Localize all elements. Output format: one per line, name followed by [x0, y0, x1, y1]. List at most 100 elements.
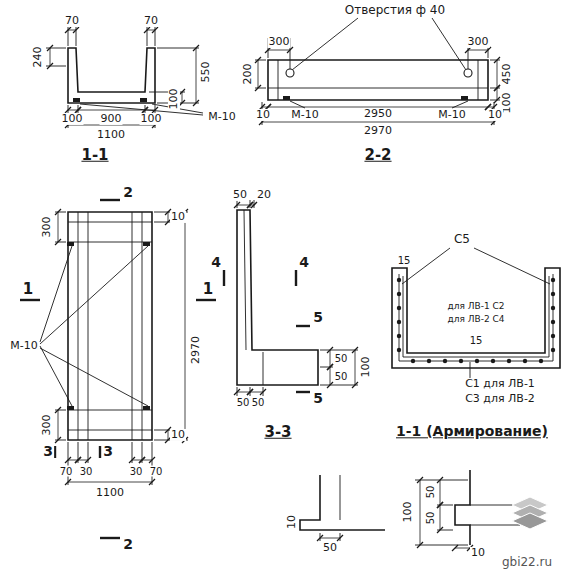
- section-mark: 5: [312, 310, 324, 325]
- dimension-line: [355, 350, 356, 385]
- dimension-value: 1100: [96, 129, 126, 141]
- dimension-tick: [494, 97, 500, 103]
- drawing-line: [263, 352, 264, 385]
- drawing-line: [320, 350, 358, 351]
- dimension-value: 200: [242, 63, 254, 86]
- dimension-tick: [251, 202, 257, 208]
- drawing-line: [40, 346, 72, 406]
- dimension-line: [182, 92, 183, 103]
- section-mark: 2: [122, 185, 134, 200]
- dimension-value: 300: [467, 36, 490, 48]
- part-outline: [268, 60, 488, 100]
- drawing-line: [68, 242, 152, 243]
- dimension-value: 70: [149, 466, 164, 477]
- section-mark: 4: [298, 255, 310, 270]
- section-mark: 3: [42, 444, 54, 459]
- dimension-line: [440, 480, 441, 505]
- dimension-line: [497, 60, 498, 88]
- dimension-tick: [494, 85, 500, 91]
- dimension-tick: [452, 545, 458, 551]
- dimension-value: 10: [286, 514, 298, 530]
- dimension-tick: [55, 407, 61, 413]
- dimension-tick: [149, 457, 155, 463]
- part-outline: [68, 212, 152, 440]
- dimension-line: [440, 505, 441, 530]
- dimension-line: [420, 480, 421, 545]
- dimension-tick: [47, 63, 53, 69]
- dimension-value: 240: [32, 46, 44, 69]
- dimension-tick: [129, 457, 135, 463]
- dimension-line: [68, 482, 152, 483]
- dimension-tick: [75, 457, 81, 463]
- section-cut-mark: [295, 270, 297, 286]
- section-cut-mark: [196, 299, 216, 301]
- note-text: M-10: [437, 109, 466, 121]
- dimension-tick: [327, 382, 333, 388]
- dimension-tick: [352, 347, 358, 353]
- section-cut-mark: [20, 299, 40, 301]
- dimension-tick: [73, 27, 79, 33]
- part-outline: [300, 475, 385, 530]
- dimension-tick: [255, 57, 261, 63]
- dimension-line: [168, 430, 169, 440]
- drawing-line: [68, 410, 152, 411]
- drawing-line: [68, 222, 152, 223]
- note-text: M-10: [9, 340, 38, 352]
- dimension-line: [258, 60, 259, 88]
- dimension-line: [132, 460, 142, 461]
- dimension-line: [320, 538, 340, 539]
- dimension-line: [185, 212, 186, 440]
- drawing-line: [157, 48, 199, 49]
- embedded-plate: [67, 242, 74, 246]
- dimension-value: 10: [470, 547, 486, 559]
- section-mark: 1: [22, 281, 34, 298]
- watermark-logo: [512, 513, 548, 529]
- section-title: 1-1: [80, 147, 109, 164]
- dimension-value: 30: [79, 466, 94, 477]
- dimension-value: 50: [236, 397, 251, 408]
- dimension-lines: [47, 27, 500, 551]
- dimension-value: 100: [402, 501, 414, 524]
- drawing-line: [292, 18, 358, 70]
- part-outline: [392, 268, 560, 368]
- dimension-value: 900: [100, 113, 123, 125]
- drawing-line: [152, 442, 153, 485]
- dimension-line: [237, 205, 250, 206]
- dimension-tick: [337, 535, 343, 541]
- embedded-plate: [140, 98, 147, 102]
- note-text: С3 для ЛВ-2: [464, 393, 536, 405]
- drawing-line: [278, 60, 279, 100]
- dimension-tick: [437, 477, 443, 483]
- dimension-line: [78, 460, 88, 461]
- embedded-plate: [143, 406, 150, 410]
- note-text: для ЛВ-2 С4: [446, 315, 505, 325]
- part-outline: [68, 48, 155, 103]
- dimension-tick: [494, 57, 500, 63]
- dimension-value: 70: [64, 15, 80, 27]
- part-outline: [455, 470, 470, 545]
- dimension-tick: [327, 347, 333, 353]
- drawing-line: [55, 212, 66, 213]
- drawing-line: [490, 88, 500, 89]
- note-text: Отверстия ф 40: [344, 4, 446, 17]
- dimension-value: 10: [170, 211, 186, 223]
- drawing-line: [415, 545, 468, 546]
- rebar-cage: [403, 276, 549, 357]
- section-cut-mark: [100, 199, 120, 201]
- dimension-tick: [247, 389, 253, 395]
- dimension-tick: [247, 389, 253, 395]
- section-title: 2-2: [363, 147, 392, 164]
- section-cut-mark: [296, 325, 310, 327]
- dimension-tick: [417, 477, 423, 483]
- dimension-value: 15: [397, 255, 412, 266]
- embedded-plate: [143, 242, 150, 246]
- drawing-line: [432, 18, 466, 70]
- drawing-line: [40, 348, 148, 406]
- dimension-tick: [327, 364, 333, 370]
- section-mark: 5: [312, 391, 324, 406]
- rebar-cage: [399, 274, 553, 361]
- dimension-value: 70: [143, 15, 159, 27]
- dimension-tick: [149, 479, 155, 485]
- dimension-line: [455, 548, 470, 549]
